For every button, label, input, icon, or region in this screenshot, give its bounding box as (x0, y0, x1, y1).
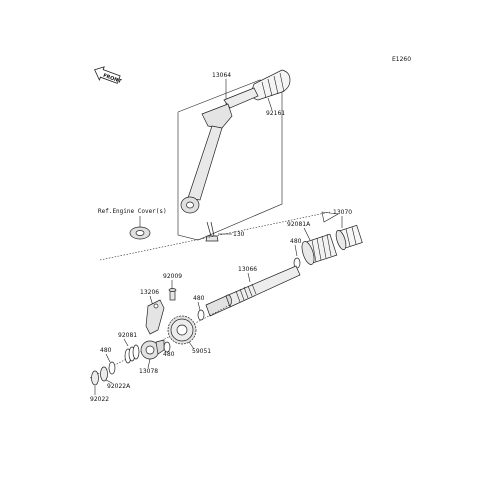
label-92009: 92009 (163, 273, 182, 280)
guide-plate (145, 299, 165, 335)
label-92081A: 92081A (287, 221, 311, 228)
screw-92009 (168, 288, 177, 301)
front-arrow-icon (94, 66, 121, 84)
leader-13078 (147, 358, 151, 369)
leader-480-top (294, 244, 298, 257)
circlip-mid (197, 309, 205, 321)
label-13078: 13078 (139, 368, 158, 375)
leader-480-left (105, 353, 111, 363)
kick-gear (167, 315, 197, 345)
label-480-mid: 480 (193, 295, 205, 302)
leader-59051 (188, 341, 195, 350)
leader-92081A (303, 227, 311, 241)
front-direction-badge: FRONT (94, 66, 123, 85)
leader-13066 (247, 272, 251, 283)
label-92022: 92022 (90, 396, 109, 403)
label-13070: 13070 (333, 209, 352, 216)
leader-92081 (123, 338, 129, 347)
label-13064: 13064 (212, 72, 231, 79)
label-13206: 13206 (140, 289, 159, 296)
diagram-code: E1260 (392, 56, 411, 63)
label-92081: 92081 (118, 332, 137, 339)
label-92022A: 92022A (107, 383, 131, 390)
label-59051: 59051 (192, 348, 211, 355)
leader-92022A (105, 379, 113, 384)
bolt-130 (205, 221, 219, 242)
label-480-left: 480 (100, 347, 112, 354)
washer-92022A (100, 366, 108, 382)
washer-92022 (91, 370, 99, 386)
axis-arrow-upper (321, 211, 339, 223)
oil-seal (129, 226, 151, 240)
kick-shaft (205, 265, 301, 317)
circlip-left (108, 361, 116, 375)
spring-guide (335, 224, 363, 250)
axis-line-upper (99, 211, 331, 261)
label-13066: 13066 (238, 266, 257, 273)
kick-spring (301, 233, 338, 265)
label-480-gear: 480 (163, 351, 175, 358)
ratchet (140, 339, 165, 360)
label-130: 130 (233, 231, 245, 238)
kick-pedal-lever (180, 87, 259, 214)
leader-92161 (267, 97, 273, 111)
label-480-top: 480 (290, 238, 302, 245)
kick-pedal-frame (177, 79, 283, 241)
ratchet-spring (124, 344, 140, 364)
leader-480-mid (197, 301, 201, 311)
reference-note: Ref.Engine Cover(s) (98, 208, 167, 215)
label-92161: 92161 (266, 110, 285, 117)
